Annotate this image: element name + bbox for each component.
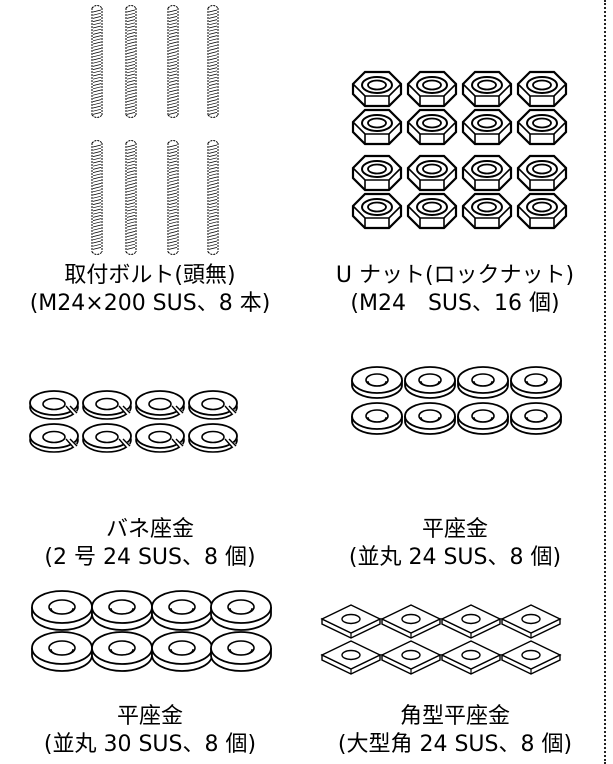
flat-washer-30-spec: (並丸 30 SUS、8 個) [43, 732, 257, 757]
flat-washer-icon [457, 402, 509, 435]
square-washer-icon [380, 640, 442, 675]
square-washer-name: 角型平座金 [399, 704, 510, 729]
square-washer-icon [500, 640, 562, 675]
flat-washer-24-spec: (並丸 24 SUS、8 個) [348, 545, 562, 570]
bolt-spec: (M24×200 SUS、8 本) [29, 291, 271, 316]
hex-nut-icon [351, 154, 403, 192]
flat-washer-icon [510, 402, 562, 435]
caption-square-washer: 角型平座金 (大型角 24 SUS、8 個) [305, 703, 605, 759]
hex-nut-icon [406, 192, 458, 230]
flat-washer-24-name: 平座金 [421, 517, 488, 542]
hex-nut-icon [516, 108, 568, 146]
hex-nut-icon [461, 192, 513, 230]
flat-washer-icon [31, 590, 93, 631]
hex-nut-icon [516, 192, 568, 230]
square-washer-spec: (大型角 24 SUS、8 個) [337, 732, 573, 757]
square-washer-icon [440, 604, 502, 639]
spring-washer-icon [135, 423, 185, 453]
flat-washer-icon [151, 631, 213, 672]
bolt-icon [167, 140, 179, 255]
hex-nut-icon [516, 154, 568, 192]
flat-washer-icon [404, 366, 456, 399]
flat-washer-icon [91, 631, 153, 672]
bolt-icon [207, 5, 219, 118]
flat-washer-icon [404, 402, 456, 435]
bolt-icon [91, 140, 103, 255]
flat-washer-icon [210, 590, 272, 631]
flat-washer-icon [151, 590, 213, 631]
dotted-border-right [604, 0, 606, 764]
hex-nut-icon [406, 70, 458, 108]
spring-washer-spec: (2 号 24 SUS、8 個) [44, 545, 256, 570]
spring-washer-icon [29, 390, 79, 420]
flat-washer-icon [210, 631, 272, 672]
spring-washer-icon [135, 390, 185, 420]
caption-flat-washer-30: 平座金 (並丸 30 SUS、8 個) [0, 703, 300, 759]
hex-nut-icon [351, 192, 403, 230]
spring-washer-icon [29, 423, 79, 453]
flat-washer-icon [351, 402, 403, 435]
hex-nut-icon [461, 108, 513, 146]
flat-washer-icon [351, 366, 403, 399]
flat-washer-icon [91, 590, 153, 631]
flat-washer-30-name: 平座金 [116, 704, 183, 729]
bolt-icon [125, 140, 137, 255]
caption-flat-washer-24: 平座金 (並丸 24 SUS、8 個) [305, 516, 605, 572]
spring-washer-icon [82, 390, 132, 420]
u-nut-name: U ナット(ロックナット) [335, 263, 575, 288]
square-washer-icon [380, 604, 442, 639]
spring-washer-icon [82, 423, 132, 453]
caption-spring-washer: バネ座金 (2 号 24 SUS、8 個) [0, 516, 300, 572]
flat-washer-icon [31, 631, 93, 672]
hex-nut-icon [406, 108, 458, 146]
hex-nut-icon [351, 108, 403, 146]
caption-u-nut: U ナット(ロックナット) (M24 SUS、16 個) [305, 262, 605, 318]
bolt-icon [125, 5, 137, 118]
square-washer-icon [320, 640, 382, 675]
square-washer-icon [440, 640, 502, 675]
hex-nut-icon [406, 154, 458, 192]
spring-washer-icon [188, 390, 238, 420]
spring-washer-icon [188, 423, 238, 453]
flat-washer-icon [510, 366, 562, 399]
square-washer-icon [320, 604, 382, 639]
flat-washer-icon [457, 366, 509, 399]
square-washer-icon [500, 604, 562, 639]
u-nut-spec: (M24 SUS、16 個) [350, 291, 560, 316]
caption-bolt: 取付ボルト(頭無) (M24×200 SUS、8 本) [0, 262, 300, 318]
bolt-icon [207, 140, 219, 255]
hex-nut-icon [461, 70, 513, 108]
bolt-icon [91, 5, 103, 118]
hex-nut-icon [461, 154, 513, 192]
bolt-name: 取付ボルト(頭無) [64, 263, 236, 288]
bolt-icon [167, 5, 179, 118]
hex-nut-icon [516, 70, 568, 108]
spring-washer-name: バネ座金 [105, 517, 194, 542]
hex-nut-icon [351, 70, 403, 108]
